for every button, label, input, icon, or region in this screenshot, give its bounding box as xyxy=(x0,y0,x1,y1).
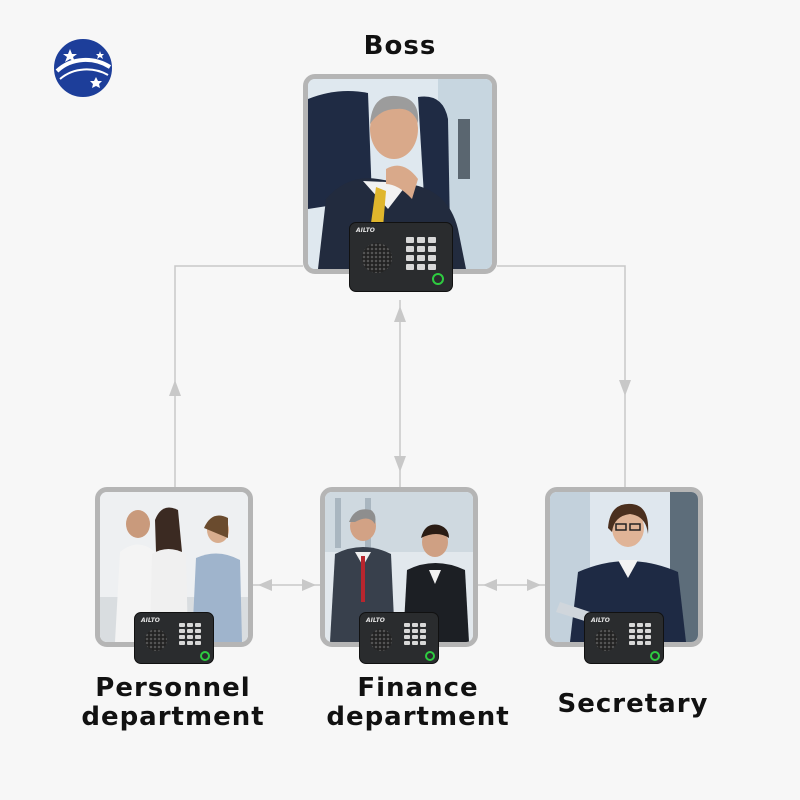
connector-boss-to-secretary xyxy=(497,265,626,487)
title-line: Personnel xyxy=(95,673,251,703)
boss-intercom-device: AILTO xyxy=(349,222,453,292)
finance-intercom-device: AILTO xyxy=(359,612,439,664)
personnel-department-title: Personnel department xyxy=(58,674,288,732)
keypad xyxy=(406,237,436,270)
arrow-down-icon xyxy=(619,380,631,396)
call-button-icon xyxy=(200,651,210,661)
speaker-grill-icon xyxy=(362,243,392,273)
call-button-icon xyxy=(650,651,660,661)
device-brand: AILTO xyxy=(366,617,385,624)
arrow-right-icon xyxy=(302,579,316,591)
device-brand: AILTO xyxy=(141,617,160,624)
arrow-right-icon xyxy=(527,579,541,591)
secretary-intercom-device: AILTO xyxy=(584,612,664,664)
finance-department-title: Finance department xyxy=(303,674,533,732)
arrow-up-icon xyxy=(394,306,406,322)
speaker-grill-icon xyxy=(595,629,617,651)
title-line: Finance xyxy=(357,673,479,703)
title-line: department xyxy=(81,702,265,732)
device-brand: AILTO xyxy=(591,617,610,624)
keypad xyxy=(404,623,426,645)
title-line: Secretary xyxy=(557,689,709,719)
brand-logo xyxy=(52,37,114,99)
keypad xyxy=(629,623,651,645)
title-line: department xyxy=(326,702,510,732)
speaker-grill-icon xyxy=(145,629,167,651)
arrow-down-icon xyxy=(394,456,406,472)
arrow-left-icon xyxy=(483,579,497,591)
keypad xyxy=(179,623,201,645)
secretary-title: Secretary xyxy=(518,690,748,719)
arrow-up-icon xyxy=(169,380,181,396)
personnel-intercom-device: AILTO xyxy=(134,612,214,664)
arrow-left-icon xyxy=(258,579,272,591)
speaker-grill-icon xyxy=(370,629,392,651)
finance-photo xyxy=(320,487,478,647)
device-brand: AILTO xyxy=(356,227,375,234)
call-button-icon xyxy=(425,651,435,661)
connector-personnel-to-boss xyxy=(174,265,303,487)
call-button-icon xyxy=(432,273,444,285)
boss-title: Boss xyxy=(363,31,437,61)
